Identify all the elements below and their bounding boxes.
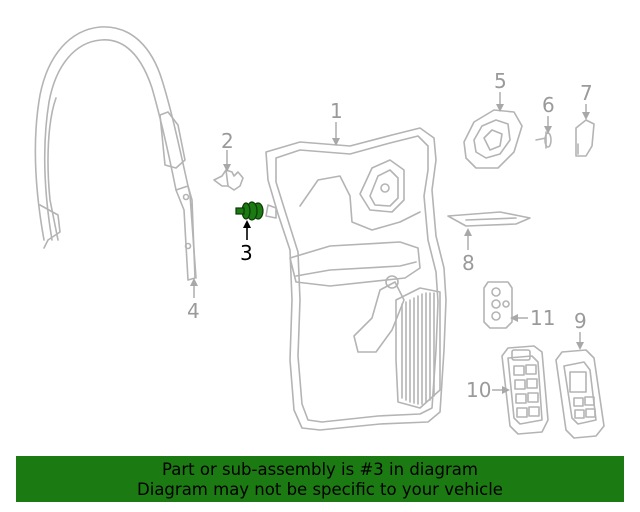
part-1-door-trim-panel[interactable] <box>265 127 447 431</box>
callout-labels: 1 2 3 4 5 6 7 8 9 10 11 <box>187 69 593 402</box>
banner-line-part: Part or sub-assembly is #3 in diagram <box>162 460 478 479</box>
leader-lines <box>190 92 590 394</box>
part-11-switch[interactable] <box>483 281 513 329</box>
part-2-push-pin[interactable] <box>213 169 244 191</box>
part-6-clip[interactable] <box>535 131 552 149</box>
callout-1: 1 <box>330 99 343 123</box>
part-10-window-switch[interactable] <box>501 345 549 435</box>
callout-5: 5 <box>494 69 507 93</box>
notice-banner: Part or sub-assembly is #3 in diagram Di… <box>16 456 624 502</box>
part-3-fastener[interactable] <box>235 201 264 221</box>
part-9-switch-bezel[interactable] <box>555 349 605 439</box>
part-8-bezel-strip[interactable] <box>447 211 531 227</box>
callout-7: 7 <box>580 81 593 105</box>
part-5-tweeter-cover[interactable] <box>463 109 523 169</box>
callout-8: 8 <box>462 251 475 275</box>
callout-10: 10 <box>466 378 491 402</box>
part-7-switch-bezel[interactable] <box>575 119 595 157</box>
callout-11: 11 <box>530 306 555 330</box>
callout-2: 2 <box>221 129 234 153</box>
banner-line-disclaimer: Diagram may not be specific to your vehi… <box>137 480 503 499</box>
parts-diagram: 1 2 3 4 5 6 7 8 9 10 11 <box>34 26 605 439</box>
callout-3: 3 <box>240 241 253 265</box>
callout-9: 9 <box>574 309 587 333</box>
callout-4: 4 <box>187 299 200 323</box>
part-4-window-frame[interactable] <box>34 26 197 281</box>
callout-6: 6 <box>542 93 555 117</box>
